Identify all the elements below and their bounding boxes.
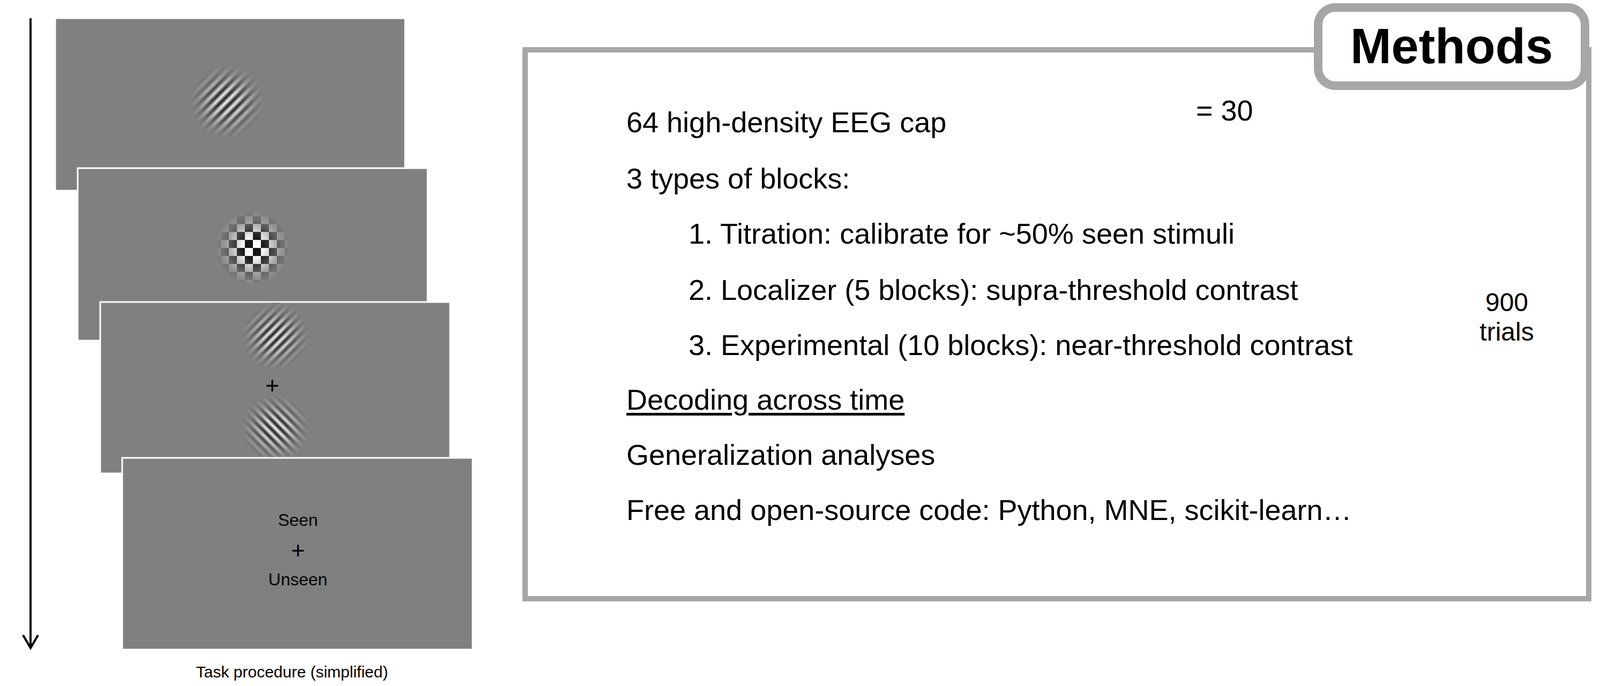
screen-gabor (55, 18, 406, 191)
methods-panel: 64 high-density EEG cap 3 types of blocks… (522, 47, 1592, 602)
method-item: Generalization analyses (626, 438, 936, 472)
title-tab: Methods (1313, 3, 1590, 91)
response-screen: Seen + Unseen (122, 458, 473, 650)
screen-choice (100, 302, 451, 474)
caption: Task procedure (simplified) (196, 663, 388, 683)
block-type: 1. Titration: calibrate for ~50% seen st… (688, 217, 1235, 251)
response-option: Seen (278, 510, 319, 531)
fixation-cross: + (290, 537, 305, 565)
screen-response (122, 458, 473, 650)
method-item: Free and open-source code: Python, MNE, … (626, 493, 1352, 527)
method-item: 64 high-density EEG cap (626, 105, 947, 139)
block-type: 2. Localizer (5 blocks): supra-threshold… (688, 273, 1299, 307)
method-item: Decoding across time (626, 383, 905, 417)
fixation-cross: + (265, 372, 280, 400)
response-screen: + (100, 302, 451, 474)
trial-count: 900 trials (1463, 287, 1550, 347)
time-arrow (23, 18, 39, 649)
method-item: 3 types of blocks: (626, 161, 850, 196)
block-type: 3. Experimental (10 blocks): near-thresh… (688, 328, 1353, 362)
participant-count: = 30 (1195, 93, 1254, 127)
title: Methods (1350, 18, 1553, 76)
response-option: Unseen (268, 570, 328, 590)
